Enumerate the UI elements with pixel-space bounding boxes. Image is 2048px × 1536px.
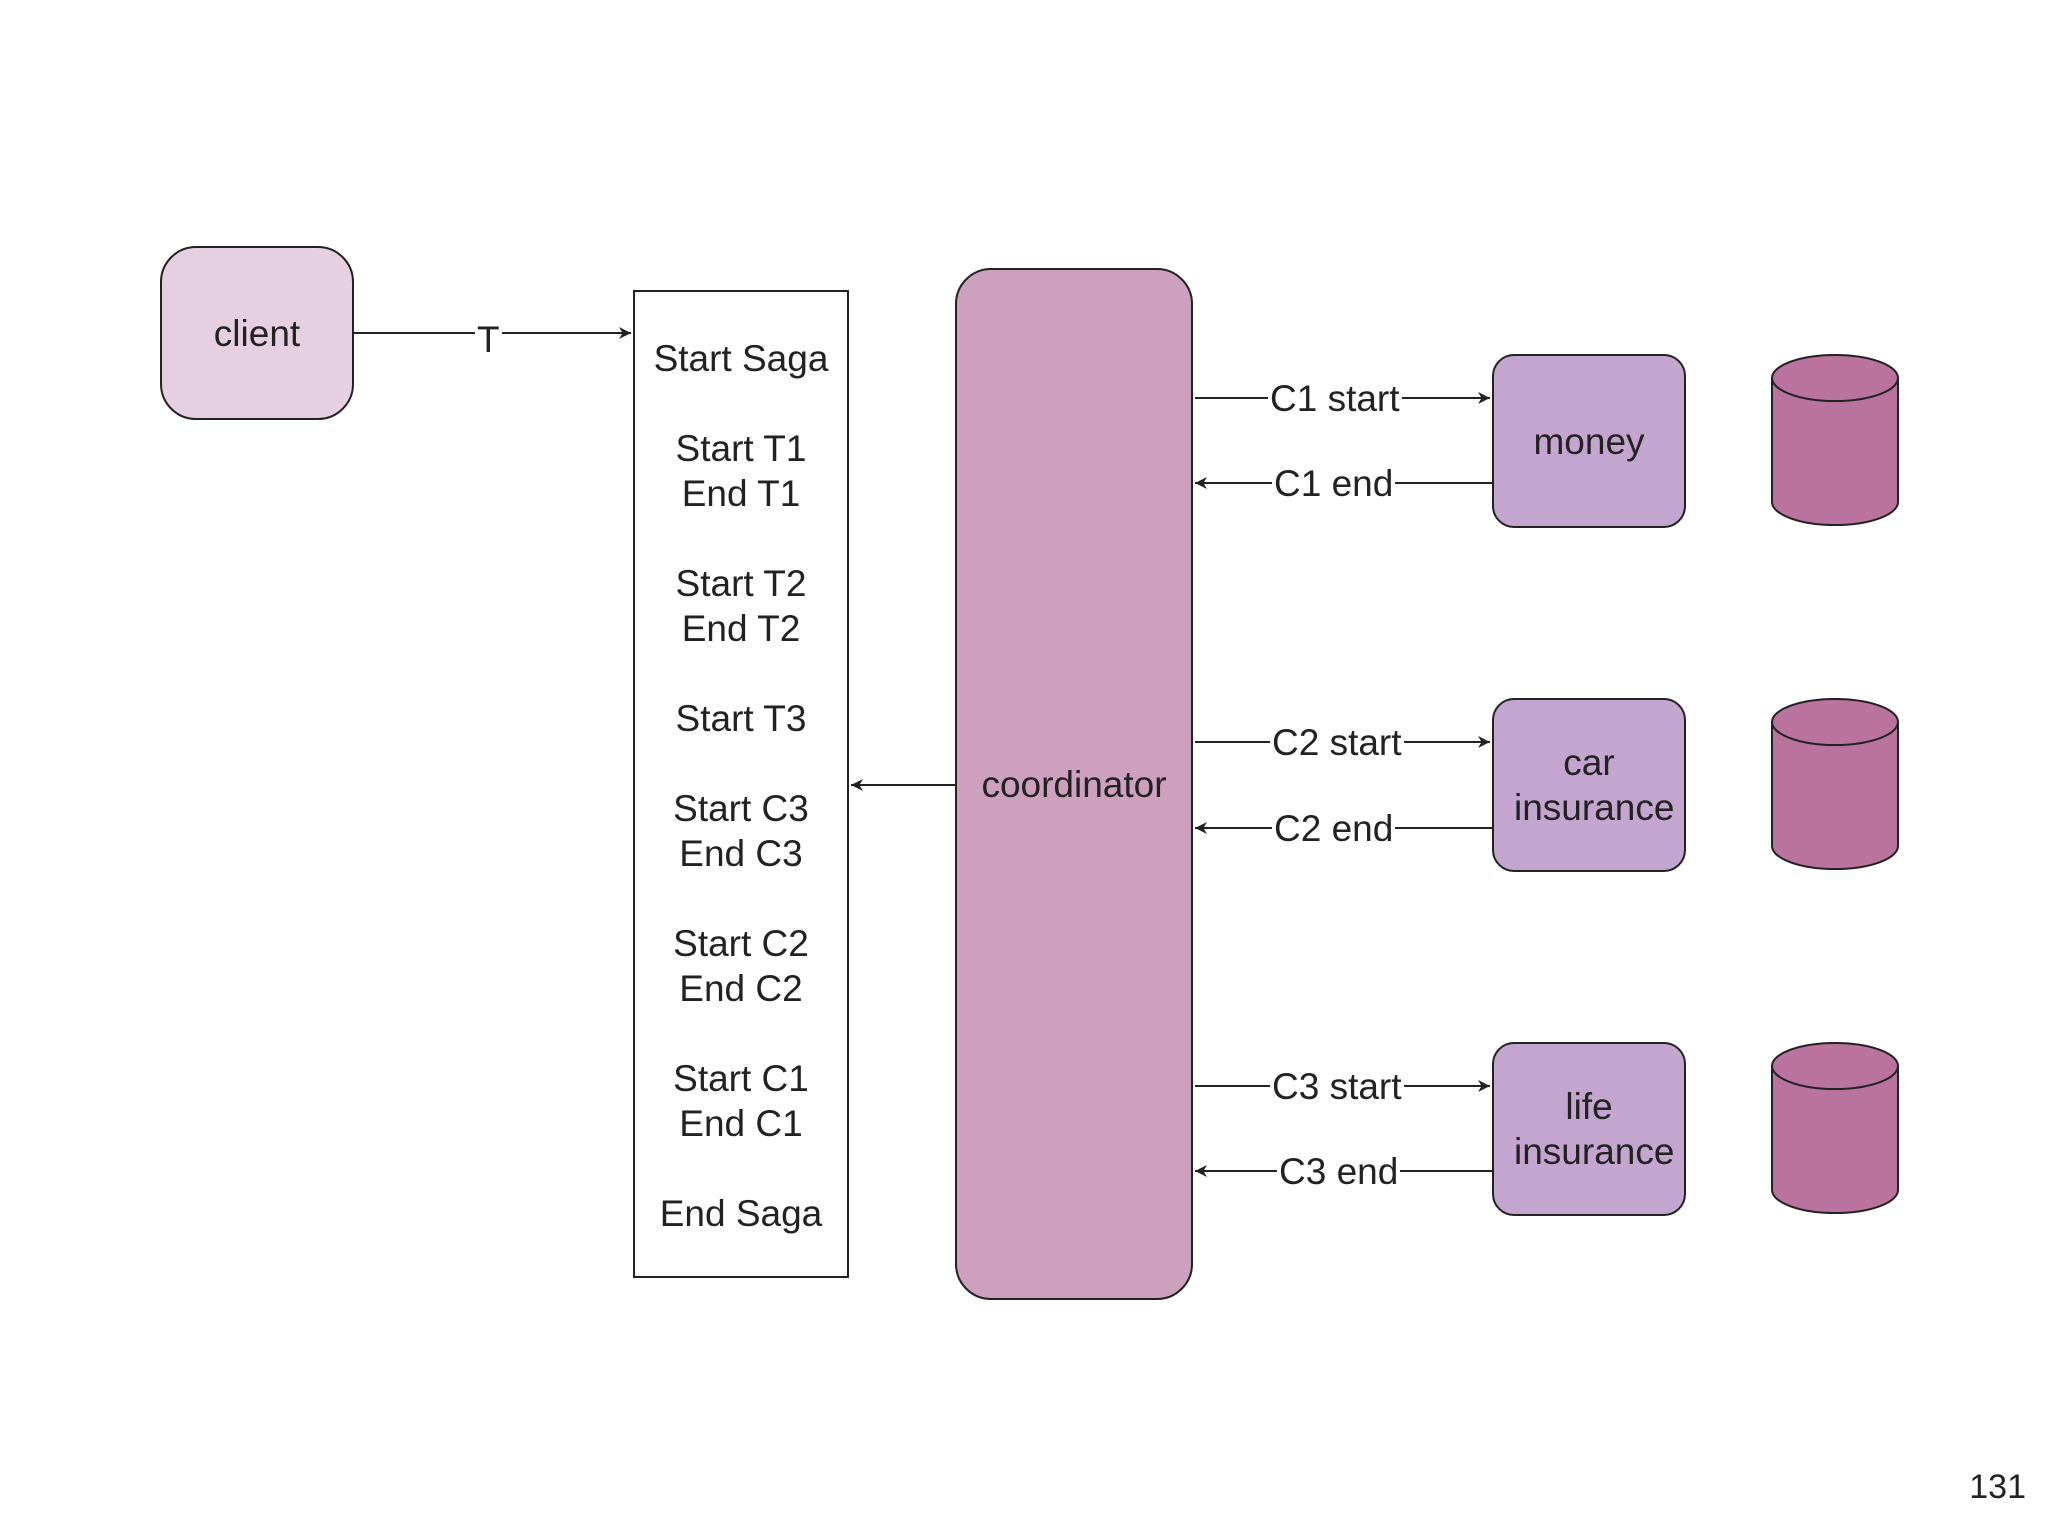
- service-car-insurance: car insurance: [1492, 698, 1686, 872]
- saga-log-line: Start T3: [675, 698, 807, 739]
- service-money: money: [1492, 354, 1686, 528]
- page-number: 131: [1969, 1468, 2026, 1506]
- saga-log-line: End C1: [679, 1103, 803, 1144]
- service-label: life insurance: [1514, 1086, 1675, 1172]
- c3-end-label: C3 end: [1277, 1150, 1401, 1194]
- service-label: money: [1533, 420, 1645, 462]
- saga-log-line: Start T2: [675, 563, 807, 604]
- service-label: car insurance: [1514, 742, 1675, 828]
- saga-log: Start Saga Start T1 End T1 Start T2 End …: [633, 290, 849, 1278]
- saga-log-line: Start T1: [675, 428, 807, 469]
- saga-log-line: Start Saga: [653, 338, 829, 379]
- c3-start-label: C3 start: [1270, 1065, 1404, 1109]
- database-icon-money: [1771, 354, 1899, 526]
- client-node: client: [160, 246, 354, 420]
- client-label: client: [213, 312, 301, 354]
- c2-end-label: C2 end: [1272, 807, 1396, 851]
- saga-log-line: End Saga: [659, 1193, 823, 1234]
- database-icon-car-insurance: [1771, 698, 1899, 870]
- saga-log-line: Start C1: [673, 1058, 809, 1099]
- coordinator-node: coordinator: [955, 268, 1193, 1300]
- saga-log-line: Start C2: [673, 923, 809, 964]
- request-label: T: [475, 318, 502, 362]
- c1-end-label: C1 end: [1272, 462, 1396, 506]
- service-life-insurance: life insurance: [1492, 1042, 1686, 1216]
- saga-log-line: End C2: [679, 968, 803, 1009]
- saga-log-line: End T2: [681, 608, 801, 649]
- c2-start-label: C2 start: [1270, 721, 1404, 765]
- c1-start-label: C1 start: [1268, 377, 1402, 421]
- database-icon-life-insurance: [1771, 1042, 1899, 1214]
- coordinator-label: coordinator: [981, 763, 1167, 805]
- saga-log-line: Start C3: [673, 788, 809, 829]
- saga-log-line: End C3: [679, 833, 803, 874]
- saga-log-line: End T1: [681, 473, 801, 514]
